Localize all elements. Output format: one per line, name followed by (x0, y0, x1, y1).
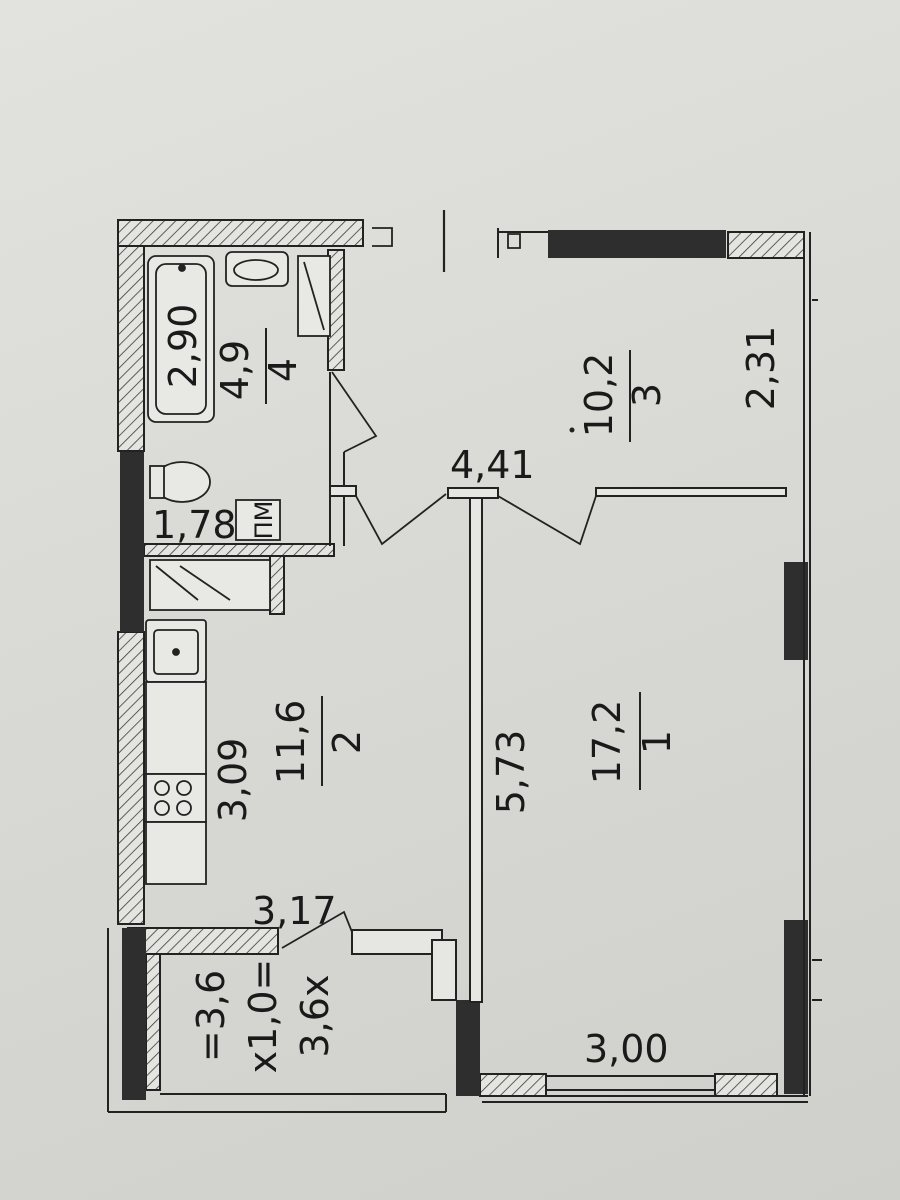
room-3-area: 10,2 (577, 353, 621, 438)
room-2-area: 11,6 (269, 700, 313, 785)
stove (145, 773, 207, 823)
column-bottom-middle (456, 1000, 480, 1096)
room-1-number: 1 (635, 730, 679, 754)
counter-lower (145, 821, 207, 885)
pm-box (235, 499, 281, 541)
partitions (107, 228, 822, 1113)
fixtures (145, 251, 331, 885)
dim-2-31: 2,31 (739, 326, 783, 411)
room-3-number: 3 (625, 383, 669, 407)
wall-balcony-left (145, 953, 161, 1091)
column-balcony-left (122, 928, 146, 1100)
bathtub (147, 255, 215, 423)
dim-5-73: 5,73 (489, 730, 533, 815)
wardrobe (149, 559, 271, 611)
wall-bottom-left (479, 1073, 547, 1097)
dim-1-78: 1,78 (152, 503, 237, 547)
concrete-columns (120, 230, 808, 1100)
dim-2-90: 2,90 (161, 304, 205, 389)
dim-3-00: 3,00 (584, 1027, 669, 1071)
dim-3-09: 3,09 (211, 738, 255, 823)
wall-kitchen-niche (269, 555, 285, 615)
column-top-right (548, 230, 726, 258)
pm-label: ПМ (250, 501, 278, 540)
wall-left-middle (117, 631, 145, 925)
room-4-number: 4 (261, 358, 305, 382)
dim-4-41: 4,41 (450, 443, 535, 487)
wall-bottom-right (714, 1073, 778, 1097)
wall-top-right-end (727, 231, 805, 259)
balcony-line-1: 3,6x (293, 975, 337, 1058)
balcony-line-3: =3,6 (189, 970, 233, 1062)
room-2-number: 2 (325, 730, 369, 754)
dim-3-17: 3,17 (252, 889, 337, 933)
room-4-area: 4,9 (213, 340, 257, 400)
counter (145, 681, 207, 775)
labels: 3 10,2 4 4,9 2 11,6 1 17,2 2,90 1,78 ПМ … (152, 304, 783, 1074)
room-1-area: 17,2 (585, 700, 629, 785)
doors (281, 210, 597, 949)
column-left-upper (120, 452, 144, 632)
wall-top-left (117, 219, 364, 247)
balcony-line-2: x1,0= (241, 959, 285, 1074)
wall-left-upper (117, 245, 145, 452)
